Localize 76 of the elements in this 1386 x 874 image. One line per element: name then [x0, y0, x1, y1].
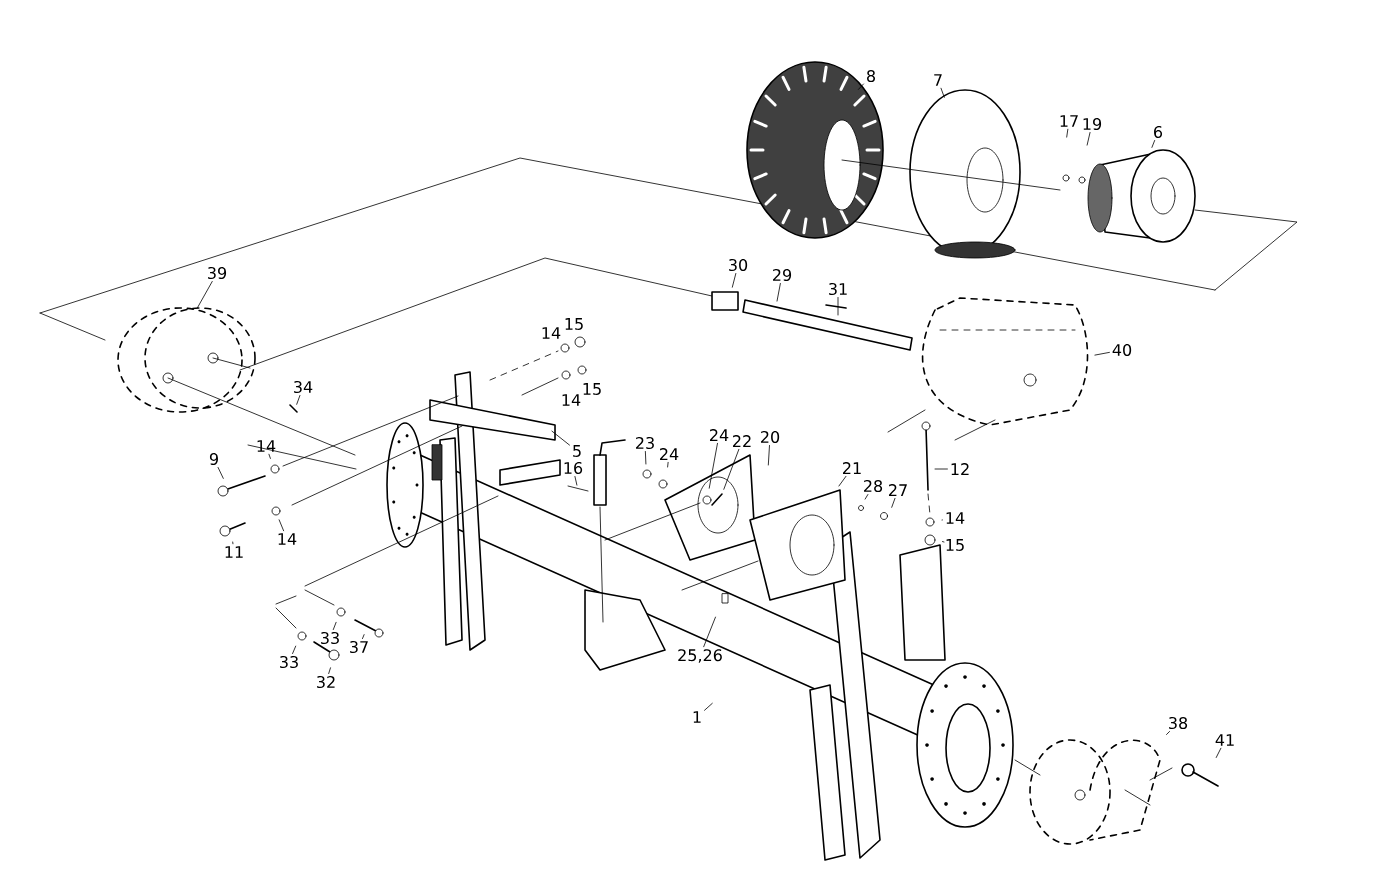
leader-line [551, 430, 570, 446]
callout-number: 14 [946, 512, 965, 524]
callout-number: 14 [542, 327, 561, 339]
leader-line [858, 83, 864, 90]
callout-number: 16 [564, 461, 583, 475]
leader-line [217, 467, 224, 479]
leader-line [934, 468, 948, 470]
callout-number: 5 [573, 445, 581, 457]
leader-line [891, 497, 896, 508]
callout-number: 11 [225, 546, 243, 558]
leader-line [723, 448, 740, 490]
leader-line [942, 541, 945, 543]
leader-line [268, 453, 271, 459]
callout-number: 6 [1154, 125, 1163, 139]
leader-line [328, 667, 331, 674]
callout-number: 17 [1060, 115, 1078, 127]
callout-number: 14 [562, 394, 581, 406]
callout-number: 34 [294, 380, 313, 394]
leader-line [708, 442, 718, 489]
leader-line [332, 621, 337, 630]
callout-number: 9 [209, 452, 218, 466]
leader-line [731, 273, 737, 288]
leader-line [1086, 132, 1091, 146]
callout-number: 15 [565, 318, 583, 330]
leader-line [837, 297, 839, 316]
leader-line [644, 451, 647, 465]
callout-number: 41 [1215, 734, 1234, 746]
callout-number: 21 [843, 462, 861, 474]
leader-line [1094, 352, 1110, 356]
callout-number: 32 [317, 675, 335, 689]
leader-line [940, 87, 945, 98]
leader-line [296, 395, 301, 405]
callout-number: 25,26 [678, 649, 722, 663]
leader-line [574, 476, 578, 486]
leader-line [197, 281, 213, 308]
callout-number: 37 [350, 640, 368, 654]
callout-number: 20 [761, 430, 780, 444]
callout-number: 15 [946, 539, 964, 551]
leader-line [864, 494, 869, 500]
callout-number: 1 [693, 711, 701, 723]
callout-number: 40 [1112, 343, 1132, 357]
callout-number: 12 [951, 463, 969, 475]
callout-number: 7 [934, 74, 942, 86]
callout-number: 31 [829, 282, 847, 296]
callout-number: 14 [278, 533, 297, 545]
leader-line [362, 634, 365, 639]
leader-line [941, 519, 943, 521]
leader-line [667, 461, 669, 468]
leader-line [278, 519, 284, 532]
leader-line [232, 541, 234, 545]
callout-number: 29 [773, 268, 792, 282]
callout-number: 24 [710, 429, 729, 441]
callout-number: 30 [729, 258, 748, 272]
callout-number: 33 [321, 631, 339, 645]
callout-number: 15 [583, 383, 601, 395]
callout-number: 14 [257, 440, 276, 452]
leader-line [1166, 731, 1170, 735]
callout-number: 24 [660, 448, 679, 460]
leader-line [1066, 128, 1069, 138]
callout-number: 19 [1083, 117, 1102, 131]
leader-line [703, 616, 716, 648]
callout-number: 23 [636, 436, 654, 450]
leader-line [1151, 140, 1156, 148]
leader-line [767, 445, 770, 466]
leader-line [838, 475, 847, 487]
callout-number: 33 [280, 655, 298, 669]
callout-number: 8 [867, 69, 875, 83]
leader-line [1215, 747, 1222, 758]
callout-number: 22 [733, 435, 751, 447]
leader-line [704, 702, 713, 711]
callout-number: 27 [889, 484, 907, 496]
callout-number: 28 [864, 479, 883, 493]
callout-number: 39 [208, 266, 227, 280]
leader-line [776, 283, 781, 302]
leader-line [292, 645, 297, 654]
callout-number: 38 [1169, 716, 1188, 730]
